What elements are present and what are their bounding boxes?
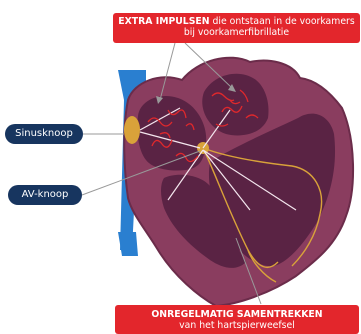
- vena-cava-lower: [118, 232, 138, 256]
- top-callout-line2: bij voorkamerfibrillatie: [184, 27, 289, 38]
- extra-impulses-callout: EXTRA IMPULSEN die ontstaan in de voorka…: [113, 13, 360, 43]
- irregular-contraction-callout: ONREGELMATIG SAMENTREKKEN van het hartsp…: [115, 305, 359, 334]
- av-node-label: AV-knoop: [8, 185, 82, 205]
- sinus-node: [124, 116, 140, 144]
- bottom-callout-line2: van het hartspierweefsel: [179, 320, 295, 331]
- sinus-node-label: Sinusknoop: [5, 124, 83, 144]
- top-callout-rest: die ontstaan in de voorkamers: [210, 16, 355, 27]
- top-callout-bold: EXTRA IMPULSEN: [118, 16, 209, 27]
- bottom-callout-bold: ONREGELMATIG SAMENTREKKEN: [151, 309, 322, 320]
